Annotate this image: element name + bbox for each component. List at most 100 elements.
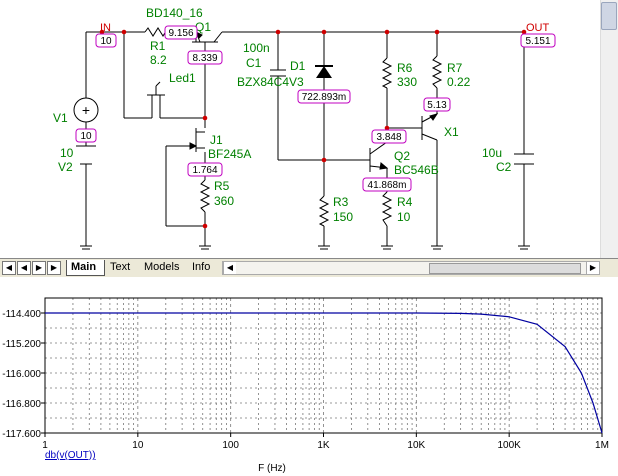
r5-resistor[interactable] <box>199 179 211 213</box>
frequency-response-plot[interactable]: -114.400 -115.200 -116.000 -116.800 -117.600… <box>0 277 618 476</box>
x1-transistor[interactable] <box>421 113 439 141</box>
r6-name-label: R6 <box>397 61 413 75</box>
r4-name-label: R4 <box>397 195 413 209</box>
y-tick-label: -115.200 <box>2 339 41 350</box>
v2-name-label: V2 <box>58 160 73 174</box>
probe-in-value: 10 <box>100 36 112 47</box>
x-tick-label: 10K <box>407 440 425 451</box>
r3-name-label: R3 <box>333 195 349 209</box>
x-tick-label: 1M <box>595 440 609 451</box>
probe-v1-value: 10 <box>80 131 92 142</box>
y-tick-label: -114.400 <box>2 309 41 320</box>
r1-value-label: 8.2 <box>150 53 167 67</box>
prev-tab-button[interactable]: ◀ <box>17 261 31 275</box>
q2-model-label: BC546B <box>394 163 439 177</box>
probe-in[interactable]: 10 <box>95 33 117 48</box>
next-tab-button[interactable]: ▶ <box>32 261 46 275</box>
j1-name-label: J1 <box>210 133 223 147</box>
x-tick-label: 1K <box>317 440 330 451</box>
led1-diode[interactable] <box>147 81 165 96</box>
schematic-canvas[interactable]: + <box>0 0 618 258</box>
x-axis-ticks: 1 10 100 1K 10K 100K 1M <box>42 433 609 451</box>
probe-41868[interactable]: 41.868m <box>362 177 412 192</box>
y-tick-label: -117.600 <box>2 429 41 440</box>
probe-9156-value: 9.156 <box>168 28 193 39</box>
r6-value-label: 330 <box>397 75 417 89</box>
x1-name-label: X1 <box>444 125 459 139</box>
led1-name-label: Led1 <box>169 71 196 85</box>
node-in-label: IN <box>100 22 111 34</box>
j1-model-label: BF245A <box>208 147 251 161</box>
v2-battery[interactable] <box>76 145 96 165</box>
probe-v1[interactable]: 10 <box>75 128 97 143</box>
series-legend-label[interactable]: db(v(OUT)) <box>45 450 96 461</box>
probe-722-value: 722.893m <box>302 92 346 103</box>
d1-name-label: D1 <box>290 59 306 73</box>
sheet-tab-bar: ◀ ◀ ▶ ▶ Main Text Models Info ◀ ▶ <box>0 258 618 278</box>
probe-513[interactable]: 5.13 <box>423 97 451 112</box>
component-labels: BD140_16 Q1 R1 8.2 Led1 100n C1 D1 BZX84… <box>53 6 512 224</box>
probe-1764[interactable]: 1.764 <box>187 162 223 177</box>
scroll-right-arrow-icon[interactable]: ▶ <box>586 262 599 274</box>
r7-resistor[interactable] <box>431 55 443 89</box>
r3-value-label: 150 <box>333 210 353 224</box>
tab-text[interactable]: Text <box>110 261 131 273</box>
v1-name-label: V1 <box>53 111 68 125</box>
q1-model-label: BD140_16 <box>146 6 203 20</box>
probe-out-value: 5.151 <box>525 36 550 47</box>
c1-name-label: C1 <box>246 56 262 70</box>
probe-1764-value: 1.764 <box>192 165 217 176</box>
c2-capacitor[interactable] <box>514 153 534 165</box>
schematic-vertical-scrollbar[interactable] <box>600 0 618 258</box>
junction-dots <box>99 29 527 229</box>
r1-name-label: R1 <box>150 39 166 53</box>
x-tick-label: 10 <box>132 440 144 451</box>
probe-3848[interactable]: 3.848 <box>371 129 407 144</box>
q1-name-label: Q1 <box>195 20 211 34</box>
probe-9156[interactable]: 9.156 <box>164 25 198 40</box>
probe-8339-value: 8.339 <box>192 53 217 64</box>
r6-resistor[interactable] <box>381 57 393 89</box>
tab-models[interactable]: Models <box>144 261 180 273</box>
c1-value-label: 100n <box>243 41 270 55</box>
v2-value-label: 10 <box>60 146 74 160</box>
r7-name-label: R7 <box>447 61 463 75</box>
c1-capacitor[interactable] <box>270 69 286 77</box>
d1-zener[interactable] <box>315 65 333 78</box>
y-tick-label: -116.000 <box>2 369 41 380</box>
c2-value-label: 10u <box>482 146 502 160</box>
x-tick-label: 100 <box>222 440 239 451</box>
probe-41868-value: 41.868m <box>368 180 407 191</box>
last-tab-button[interactable]: ▶ <box>47 261 61 275</box>
probe-out[interactable]: 5.151 <box>520 33 556 48</box>
scroll-left-arrow-icon[interactable]: ◀ <box>223 262 236 274</box>
x-tick-label: 1 <box>42 440 48 451</box>
ground-symbols <box>80 245 530 250</box>
y-tick-label: -116.800 <box>2 399 41 410</box>
tab-main[interactable]: Main <box>66 260 106 276</box>
q2-transistor[interactable] <box>369 141 389 172</box>
probe-3848-value: 3.848 <box>376 132 401 143</box>
y-axis-ticks: -114.400 -115.200 -116.000 -116.800 -117.600 <box>2 309 45 440</box>
scrollbar-thumb[interactable] <box>601 2 617 30</box>
j1-jfet[interactable] <box>188 128 205 152</box>
series-line-db-v-out <box>45 312 603 434</box>
r7-value-label: 0.22 <box>447 75 471 89</box>
q2-name-label: Q2 <box>394 149 410 163</box>
scrollbar-thumb[interactable] <box>429 263 581 274</box>
svg-text:+: + <box>82 102 90 118</box>
r4-resistor[interactable] <box>381 191 393 227</box>
tab-info[interactable]: Info <box>192 261 211 273</box>
first-tab-button[interactable]: ◀ <box>2 261 16 275</box>
r3-resistor[interactable] <box>318 195 330 227</box>
probe-722[interactable]: 722.893m <box>297 89 351 104</box>
probe-513-value: 5.13 <box>427 100 447 111</box>
x-tick-label: 100K <box>497 440 521 451</box>
r5-name-label: R5 <box>214 179 230 193</box>
node-out-label: OUT <box>526 22 550 34</box>
horizontal-scrollbar[interactable]: ◀ ▶ <box>222 261 600 275</box>
probe-8339[interactable]: 8.339 <box>187 50 223 65</box>
d1-model-label: BZX84C4V3 <box>237 75 304 89</box>
plot-series <box>45 312 603 434</box>
v1-source[interactable]: + <box>73 97 99 123</box>
